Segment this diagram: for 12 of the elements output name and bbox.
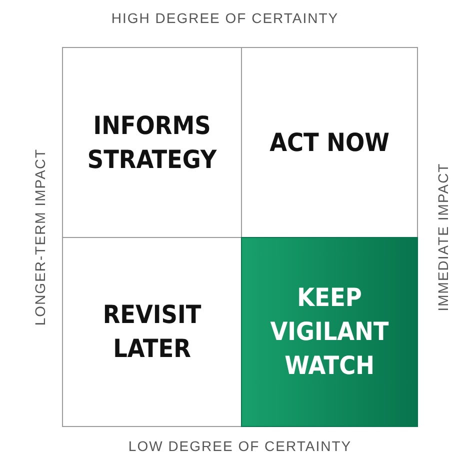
- axis-label: LOW DEGREE OF CERTAINTY: [128, 438, 352, 454]
- highlighted-quadrant: [241, 237, 418, 427]
- axis-label: IMMEDIATE IMPACT: [435, 162, 451, 312]
- axis-label: LONGER-TERM IMPACT: [32, 148, 48, 326]
- quadrant-box: [62, 47, 242, 238]
- quadrant-label: INFORMS STRATEGY: [86, 110, 218, 176]
- quadrant-box: [62, 237, 242, 427]
- axis-label: HIGH DEGREE OF CERTAINTY: [111, 10, 339, 26]
- quadrant-box: [241, 47, 418, 238]
- quadrant-label: REVISIT LATER: [102, 299, 202, 365]
- quadrant-label: ACT NOW: [270, 126, 390, 159]
- quadrant-label: KEEP VIGILANT WATCH: [269, 282, 390, 382]
